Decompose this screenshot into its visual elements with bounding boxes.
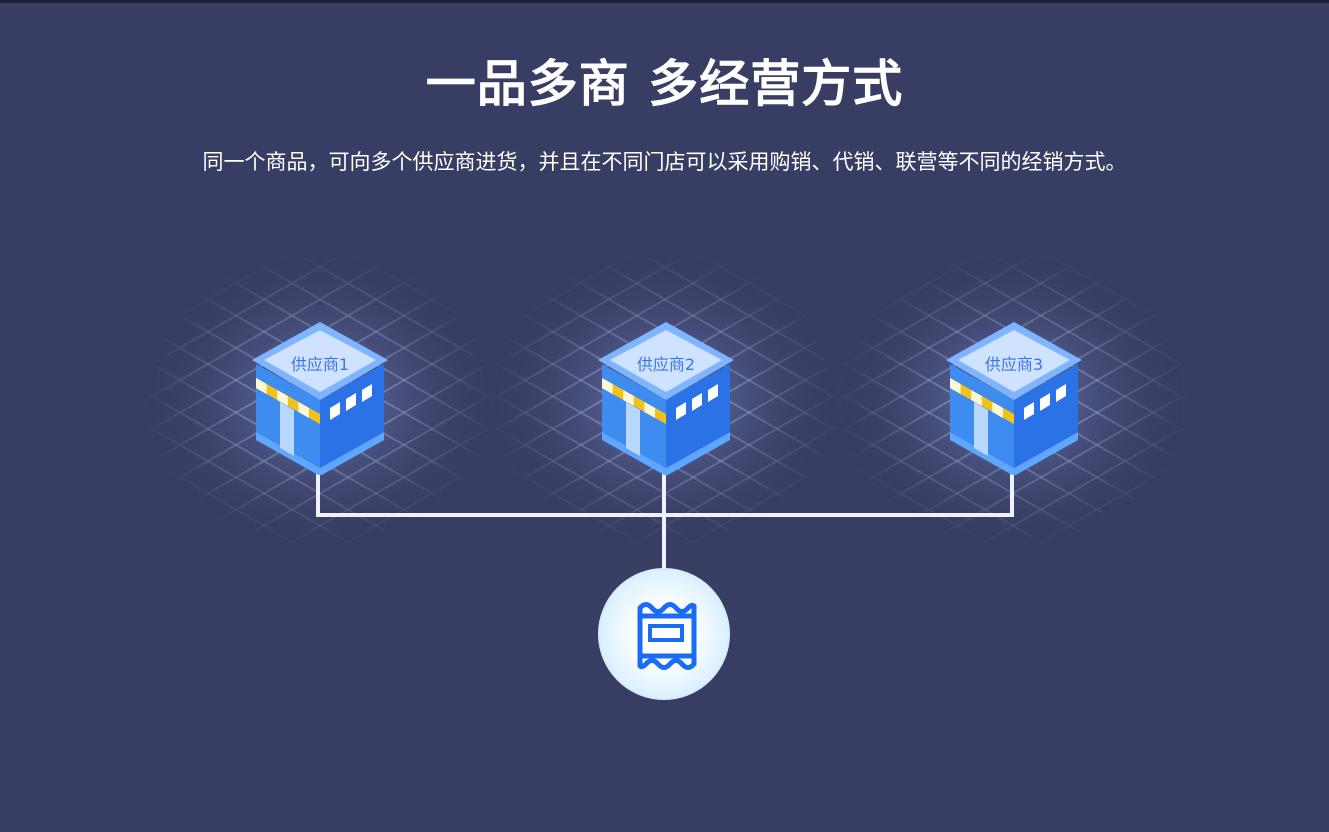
store-icon: 供应商2 bbox=[598, 322, 734, 476]
supplier-label: 供应商1 bbox=[291, 355, 349, 374]
supplier-store-2: 供应商2 bbox=[596, 320, 736, 476]
store-icon: 供应商1 bbox=[252, 322, 388, 476]
top-bar bbox=[0, 0, 1329, 3]
page-title: 一品多商 多经营方式 bbox=[425, 55, 904, 113]
product-package-icon bbox=[637, 602, 697, 670]
connector-line bbox=[316, 513, 1014, 517]
connector-line bbox=[1010, 472, 1014, 517]
supplier-store-3: 供应商3 bbox=[944, 320, 1084, 476]
page-subtitle: 同一个商品，可向多个供应商进货，并且在不同门店可以采用购销、代销、联营等不同的经… bbox=[202, 150, 1127, 174]
supplier-label: 供应商2 bbox=[637, 355, 695, 374]
supplier-label: 供应商3 bbox=[985, 355, 1043, 374]
connector-line bbox=[316, 472, 320, 517]
product-node bbox=[598, 568, 730, 700]
connector-line bbox=[662, 472, 666, 572]
store-icon: 供应商3 bbox=[946, 322, 1082, 476]
supplier-store-1: 供应商1 bbox=[250, 320, 390, 476]
